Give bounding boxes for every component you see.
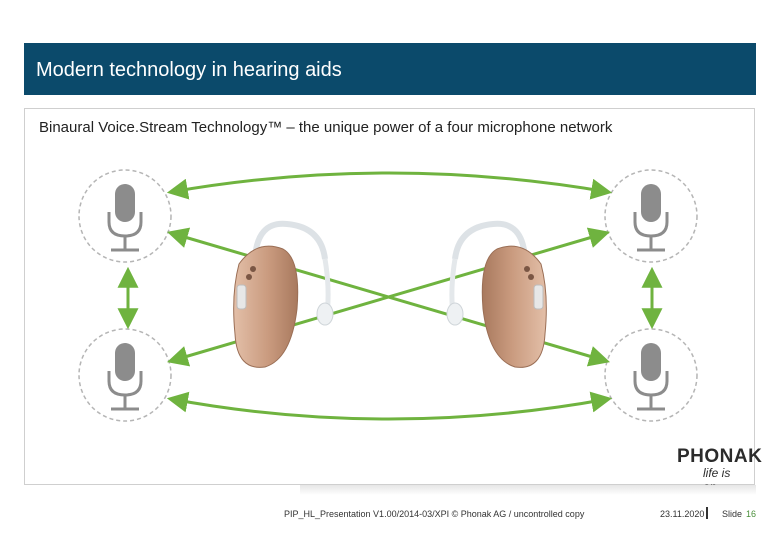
mic-bottom-right <box>604 328 698 422</box>
footer-shadow <box>300 485 756 495</box>
microphone-network-diagram <box>78 169 698 422</box>
mic-top-left <box>78 169 172 263</box>
content-subtitle: Binaural Voice.Stream Technology™ – the … <box>39 119 613 136</box>
microphone-icon <box>107 184 143 252</box>
slide-title: Modern technology in hearing aids <box>36 59 342 81</box>
footer-date: 23.11.2020 <box>660 509 705 519</box>
microphone-icon <box>633 184 669 252</box>
mic-top-right <box>604 169 698 263</box>
footer-presentation-info: PIP_HL_Presentation V1.00/2014-03/XPI © … <box>284 509 585 519</box>
arrow-network <box>117 171 663 421</box>
footer-slide-label: Slide <box>722 509 743 519</box>
hearing-aid-left <box>233 220 334 368</box>
arrow-top-curve <box>166 171 613 200</box>
content-panel: Binaural Voice.Stream Technology™ – the … <box>24 108 762 494</box>
mic-bottom-left <box>78 328 172 422</box>
arrow-bottom-curve <box>166 391 613 421</box>
slide-header: Modern technology in hearing aids <box>24 43 756 95</box>
footer-slide-number: 16 <box>746 509 757 519</box>
phonak-logo: PHONAK life is on <box>677 446 762 494</box>
logo-wordmark: PHONAK <box>677 446 763 467</box>
hearing-aid-right <box>446 220 547 368</box>
footer-separator <box>706 507 708 519</box>
microphone-icon <box>633 343 669 411</box>
microphone-icon <box>107 343 143 411</box>
